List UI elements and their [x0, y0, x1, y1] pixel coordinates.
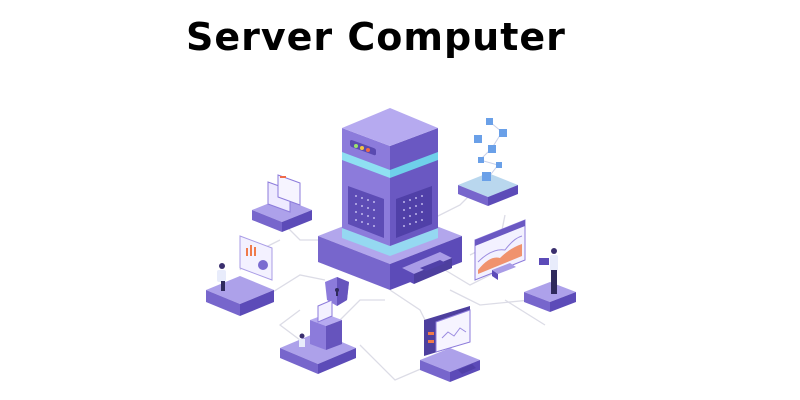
- network-cubes-platform-icon: [458, 118, 518, 206]
- laptop-analytics-platform-icon: [420, 306, 480, 382]
- page-title: Server Computer: [186, 15, 566, 59]
- security-shield-platform-icon: [280, 277, 356, 374]
- analyst-chart-platform-icon: [206, 235, 274, 316]
- server-tower-icon: [318, 108, 462, 290]
- documents-platform-icon: [252, 174, 312, 232]
- presenter-dashboard-platform-icon: [474, 219, 576, 312]
